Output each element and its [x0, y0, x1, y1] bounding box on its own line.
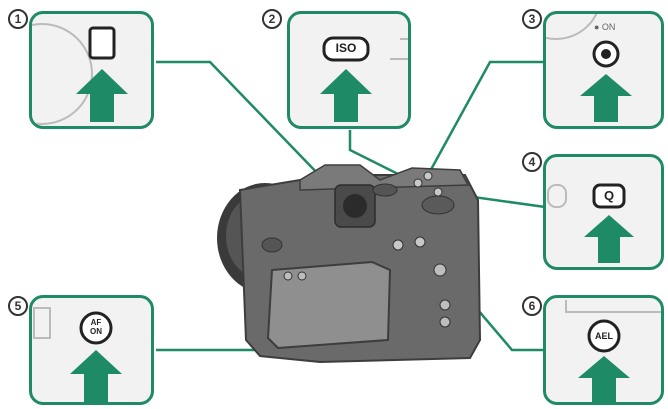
- callout-panel-2: ISO: [287, 11, 411, 129]
- camera-body: [217, 164, 482, 364]
- dial-3: [261, 237, 283, 253]
- callout-number-1: 1: [8, 9, 28, 29]
- callout-number-6: 6: [522, 296, 542, 316]
- iso-button-icon: [322, 36, 370, 62]
- press-arrow-icon: [70, 350, 122, 402]
- press-arrow-icon: [578, 356, 630, 402]
- callout-number-5: 5: [8, 296, 28, 316]
- lcd-screen: [266, 260, 392, 350]
- af-on-button-label: AF ON: [90, 318, 102, 336]
- callout-number-2: 2: [262, 9, 282, 29]
- af-on-button-icon: [79, 311, 113, 345]
- callout-panel-3: ● ON: [543, 11, 664, 129]
- press-arrow-icon: [584, 215, 634, 263]
- press-arrow-icon: [580, 74, 632, 122]
- leader-line-3: [426, 60, 545, 176]
- press-arrow-icon: [76, 69, 128, 122]
- iso-button-label: ISO: [335, 41, 357, 55]
- q-button-icon: [592, 183, 626, 209]
- rectangular-button-icon: [88, 26, 116, 60]
- callout-panel-5: AF ON: [29, 295, 154, 405]
- q-button-label: Q: [603, 188, 615, 203]
- ael-button-label: AEL: [595, 331, 613, 341]
- callout-panel-6: AEL: [543, 295, 664, 405]
- dial-1: [372, 183, 398, 197]
- dial-2: [421, 195, 455, 215]
- callout-number-4: 4: [522, 152, 542, 172]
- ael-button-icon: [587, 319, 621, 353]
- callout-panel-4: Q: [543, 154, 664, 270]
- callout-panel-1: [29, 11, 154, 129]
- dial-on-label: ● ON: [594, 22, 616, 32]
- callout-number-3: 3: [522, 9, 542, 29]
- press-arrow-icon: [320, 69, 372, 122]
